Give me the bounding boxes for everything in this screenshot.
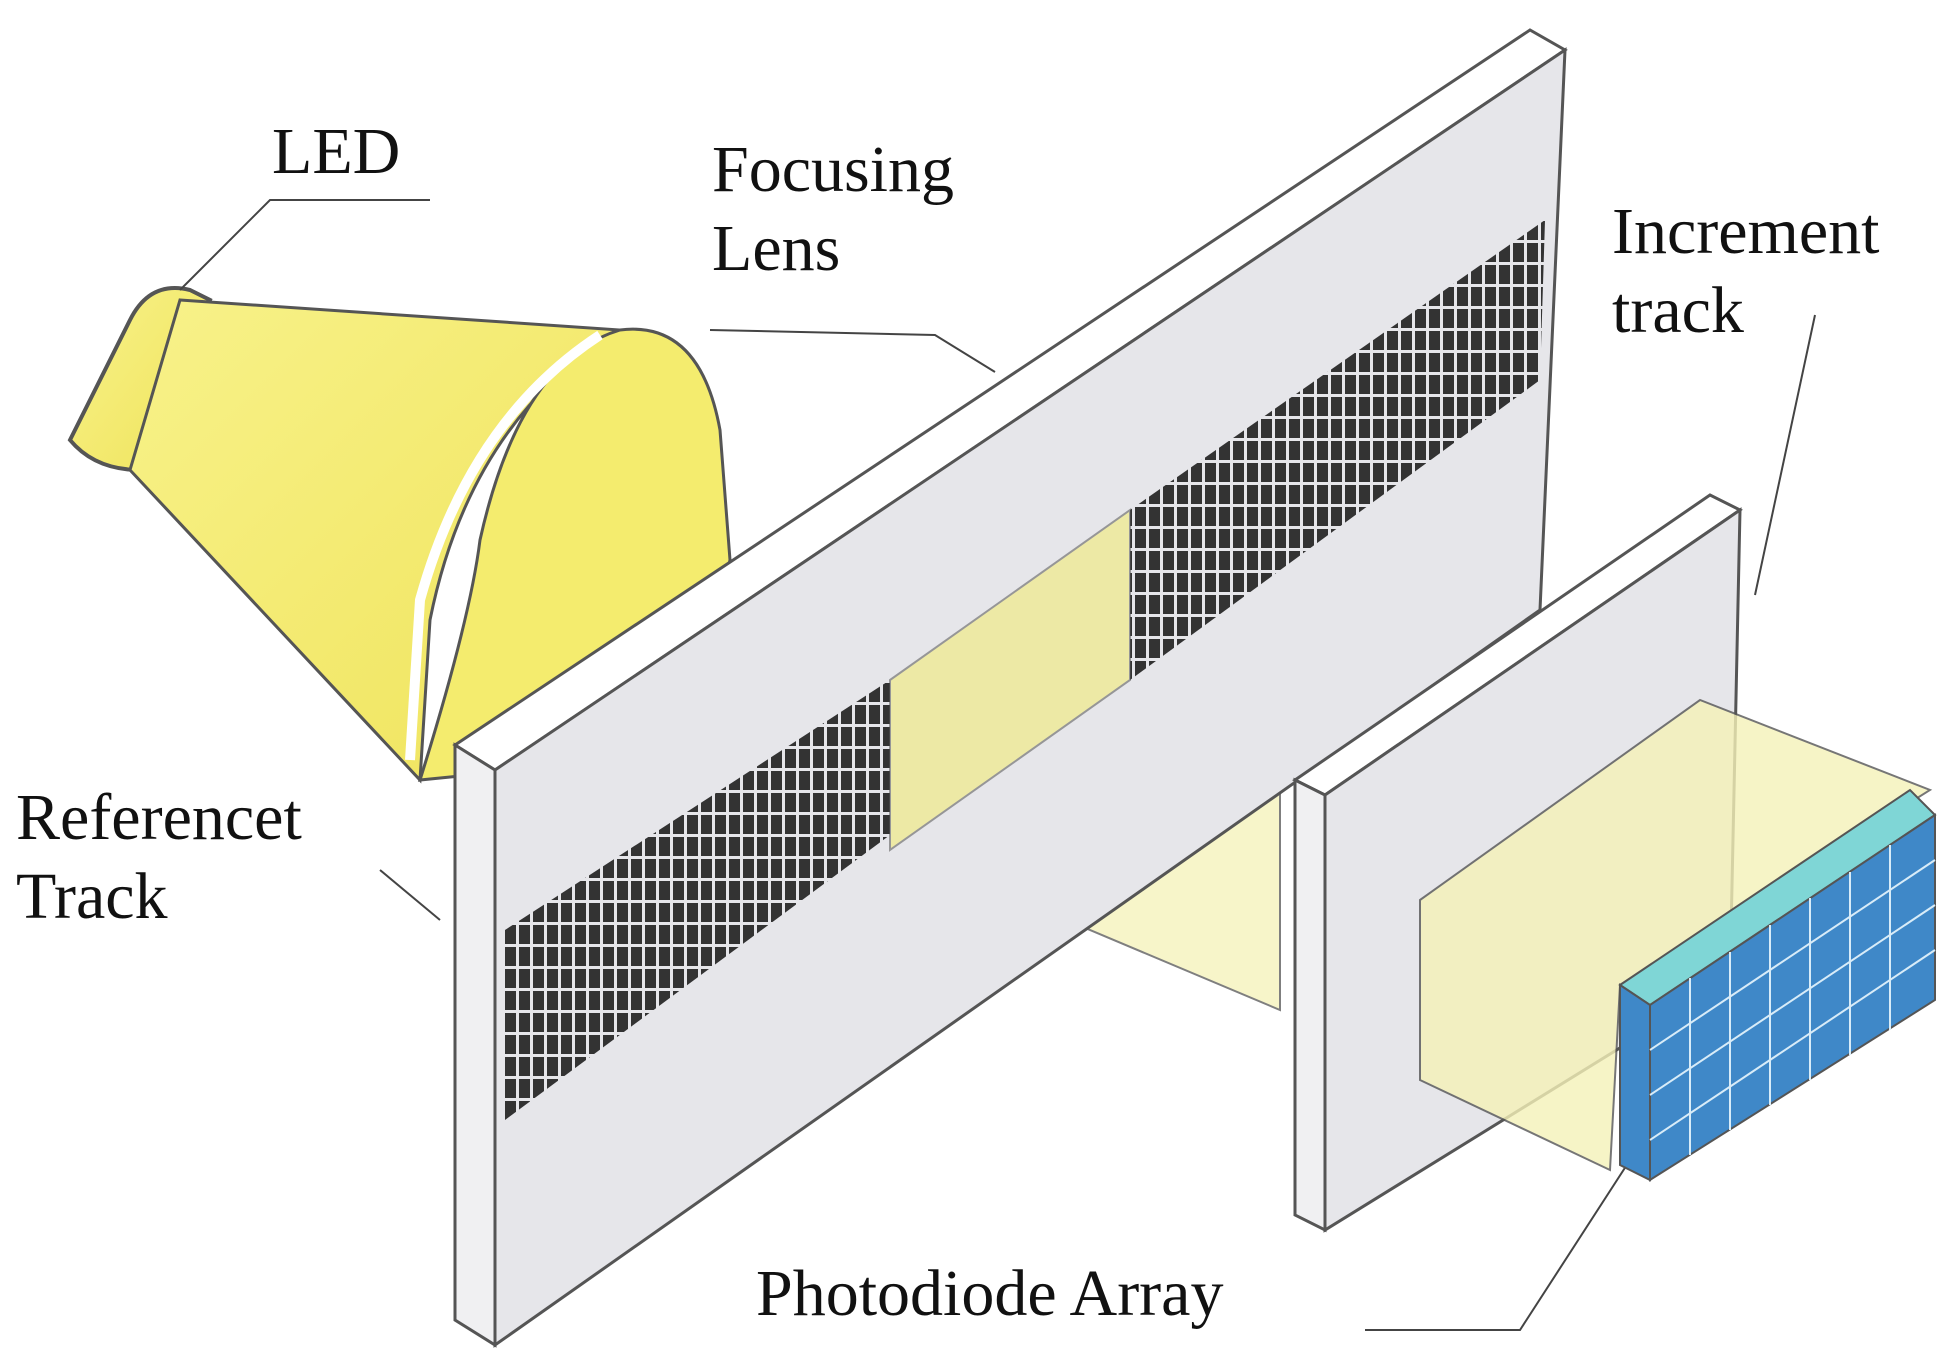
mask-side (1293, 777, 1327, 1233)
increment-track-marks (1130, 220, 1545, 680)
photodiode-face (1649, 813, 1936, 1182)
focusing-lens-label: Focusing Lens (712, 130, 954, 288)
leader-lines (179, 199, 1816, 1331)
increment-track-label: Increment track (1612, 192, 1880, 350)
photodiode-leader (1365, 1159, 1631, 1331)
led-label: LED (272, 112, 400, 191)
focusing-lens-label-line-1: Focusing (712, 133, 955, 206)
lens-rim (405, 330, 603, 761)
disk-side (453, 742, 497, 1348)
photodiode-grid (1649, 845, 1936, 1155)
lens-leader (709, 329, 996, 373)
photodiode-front (1619, 983, 1651, 1182)
photodiode-array-label: Photodiode Array (756, 1254, 1223, 1333)
increment-track-label-line-1: Increment (1612, 195, 1880, 268)
led-leader (179, 199, 430, 291)
code-disk (452, 28, 1568, 1348)
reference-track-marks (505, 680, 890, 1120)
reference-track-label-line-2: Track (16, 860, 168, 934)
increment-track-label-line-2: track (1612, 274, 1744, 348)
track-window (889, 508, 1131, 852)
focusing-lens-label-line-2: Lens (712, 212, 841, 286)
reference-leader (379, 869, 441, 921)
reference-track-label: Referencet Track (16, 778, 302, 936)
photodiode-array (1618, 788, 1937, 1182)
led-label-text: LED (272, 115, 401, 188)
photodiode-array-label-text: Photodiode Array (756, 1257, 1224, 1330)
reference-track-label-line-1: Referencet (16, 781, 302, 854)
increment-leader (1754, 314, 1816, 596)
